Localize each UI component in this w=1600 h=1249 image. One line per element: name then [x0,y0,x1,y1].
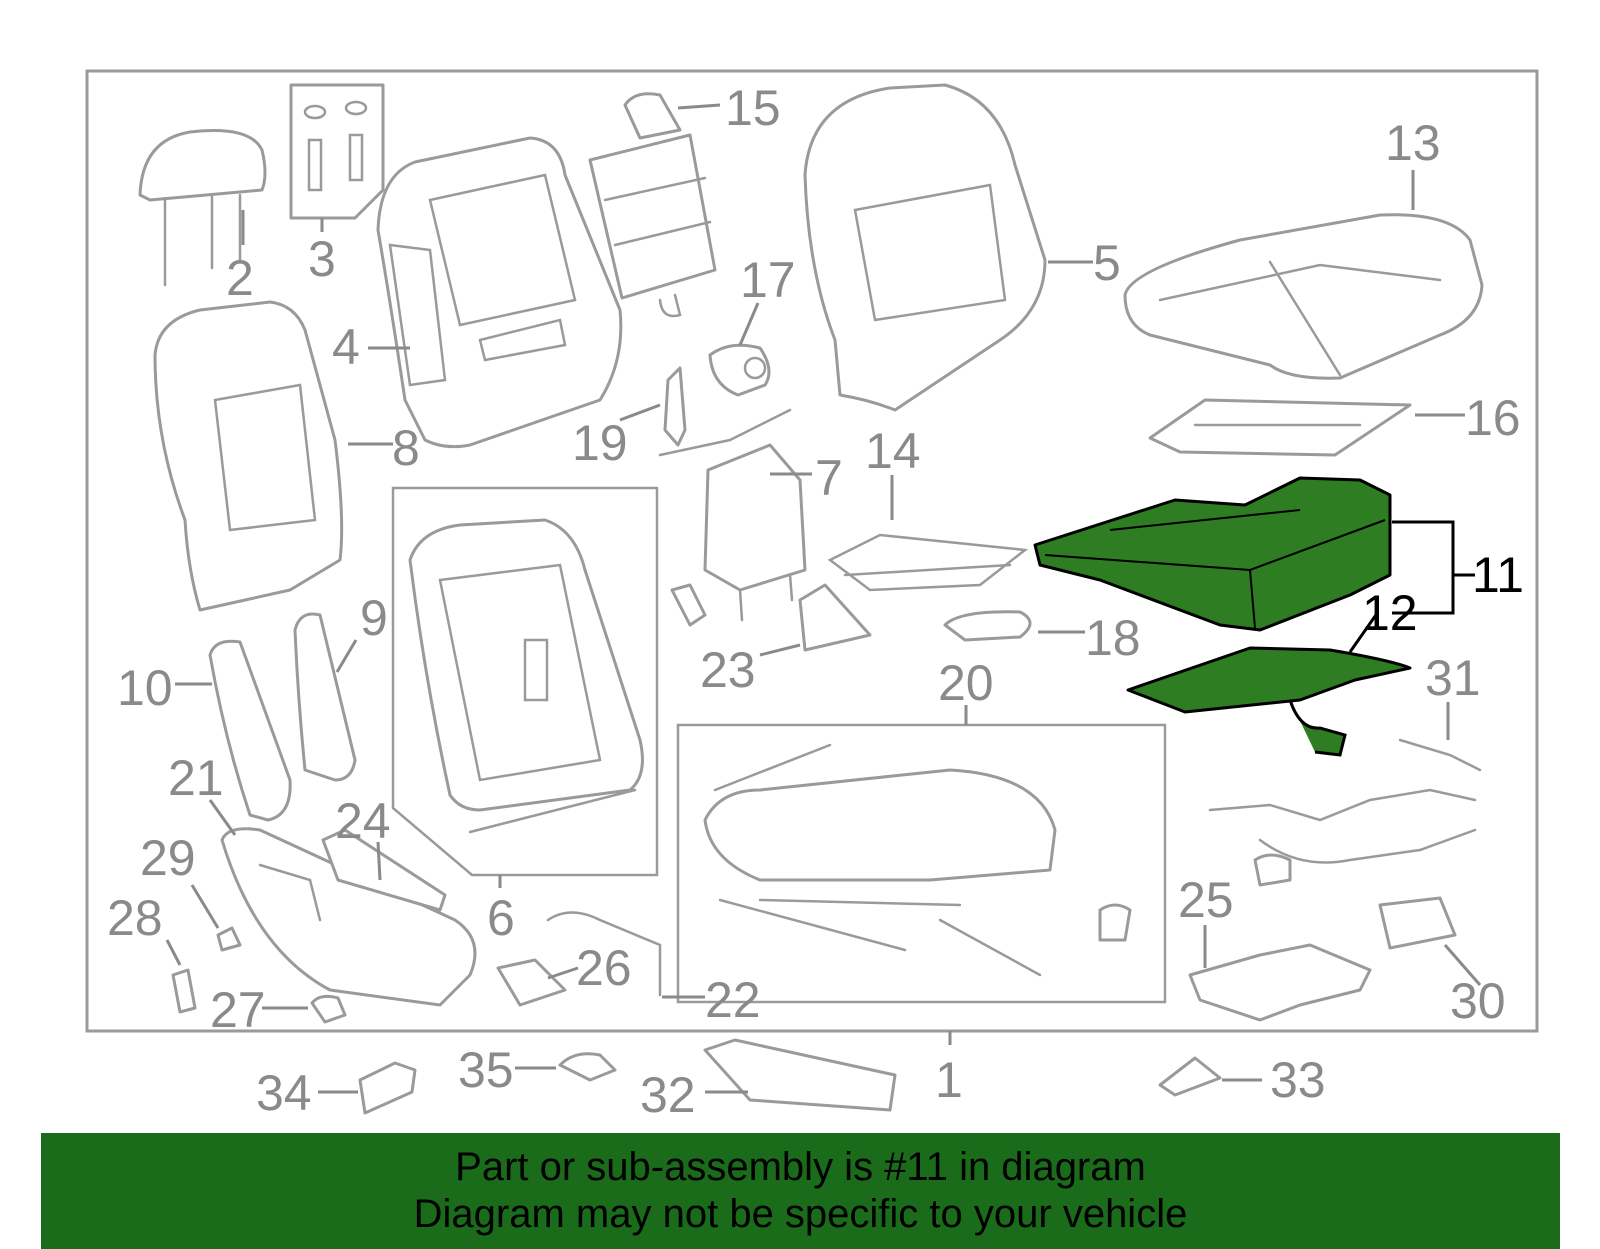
callout-13: 13 [1385,115,1441,171]
callout-12: 12 [1362,585,1418,641]
callout-17: 17 [740,252,796,308]
callout-31: 31 [1425,650,1481,706]
callout-25: 25 [1178,872,1234,928]
callout-7: 7 [815,450,843,506]
part-17-recliner-motor[interactable] [708,343,771,397]
part-30-control-module[interactable] [1378,896,1457,950]
part-26-bracket[interactable] [496,958,567,1007]
part-20-seat-adjuster[interactable] [676,723,1167,1004]
callout-3: 3 [308,231,336,287]
callout-35: 35 [458,1042,514,1098]
callout-1: 1 [935,1052,963,1108]
callout-16: 16 [1465,390,1521,446]
part-16-cushion-heater[interactable] [1148,398,1412,457]
banner-line-disclaimer: Diagram may not be specific to your vehi… [413,1192,1188,1236]
part-29-knob[interactable] [216,926,242,952]
part-15-heater-pad[interactable] [588,92,717,318]
part-14-cushion-springs[interactable] [827,533,1029,592]
callout-19: 19 [572,415,628,471]
part-28-switch-knob[interactable] [171,968,197,1014]
part-7-lumbar-mechanism[interactable] [658,408,807,622]
part-34-clip[interactable] [358,1061,417,1115]
part-11-cushion-pad[interactable] [1033,476,1392,632]
diagram-frame [85,69,1539,1033]
callout-27: 27 [210,982,266,1038]
part-13-cushion-cover[interactable] [1123,213,1484,380]
callout-18: 18 [1085,610,1141,666]
callout-32: 32 [640,1067,696,1123]
part-3-headrest-guides[interactable] [289,83,385,220]
part-5-seatback-cover[interactable] [803,83,1047,412]
callout-2: 2 [226,250,254,306]
part-19-bracket[interactable] [663,366,687,447]
callout-5: 5 [1093,235,1121,291]
callout-20: 20 [938,655,994,711]
callout-11: 11 [1472,547,1524,603]
seat-parts-diagram: 2 3 4 5 6 7 8 9 10 11 12 13 14 15 16 17 … [85,69,1539,1123]
banner-line-part: Part or sub-assembly is #11 in diagram [455,1145,1146,1189]
part-27-button[interactable] [310,994,347,1024]
part-21-side-shield[interactable] [220,827,477,1007]
part-24-trim[interactable] [321,828,447,912]
callout-23: 23 [700,642,756,698]
callout-14: 14 [865,423,921,479]
part-10-side-trim[interactable] [208,639,292,822]
part-31-wiring-harness[interactable] [1208,738,1482,887]
callout-10: 10 [117,660,173,716]
part-12-cushion-tray[interactable] [1126,646,1412,757]
part-23-cover[interactable] [798,583,872,652]
callout-26: 26 [576,940,632,996]
callout-21: 21 [168,750,224,806]
callout-4: 4 [332,319,360,375]
part-11-shape[interactable] [1033,476,1392,632]
callout-33: 33 [1270,1052,1326,1108]
callout-34: 34 [256,1065,312,1121]
part-clip [670,583,707,627]
part-18-bracket[interactable] [943,610,1032,642]
part-32-trim[interactable] [703,1038,897,1112]
part-12-shape[interactable] [1126,646,1412,714]
callout-15: 15 [725,80,781,136]
part-9-side-panel[interactable] [293,612,357,782]
callout-9: 9 [360,590,388,646]
callout-30: 30 [1450,973,1506,1029]
part-4-seatback-panel[interactable] [376,136,623,449]
callout-22: 22 [705,972,761,1028]
part-2-headrest[interactable] [138,128,267,287]
part-22-cable[interactable] [546,911,662,997]
part-33-clip[interactable] [1158,1056,1222,1097]
callout-24: 24 [335,793,391,849]
part-8-seatback-board[interactable] [153,300,344,612]
part-6-seatback-frame[interactable] [391,486,659,877]
callout-6: 6 [487,890,515,946]
callout-8: 8 [392,420,420,476]
part-25-bracket[interactable] [1188,943,1372,1022]
callout-29: 29 [140,830,196,886]
part-35-clip[interactable] [558,1052,617,1082]
info-banner: Part or sub-assembly is #11 in diagram D… [41,1133,1560,1249]
callout-28: 28 [107,890,163,946]
